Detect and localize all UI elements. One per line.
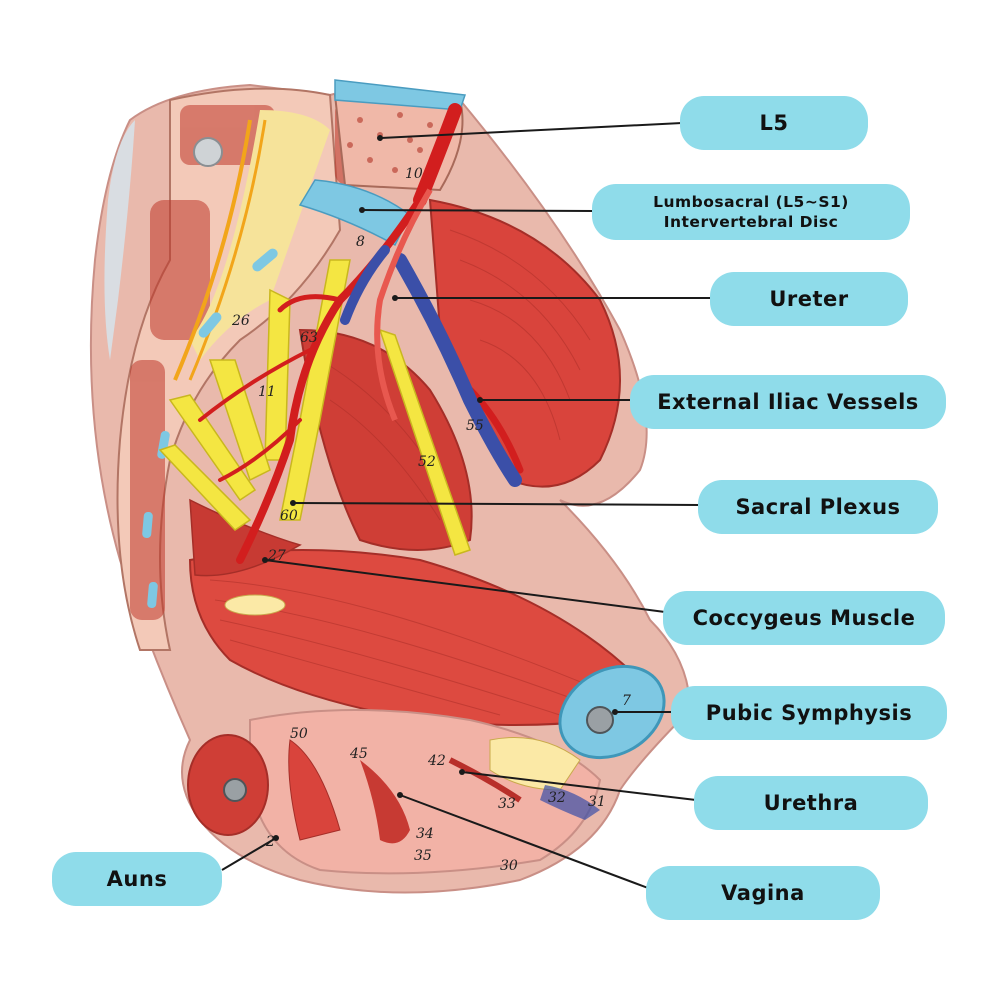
label-external-iliac-text: External Iliac Vessels [657, 389, 919, 414]
model-number: 45 [349, 746, 368, 762]
internal-iliac-vein [340, 245, 390, 325]
model-numbers: 10 8 26 63 11 52 55 60 27 7 50 45 42 33 … [231, 166, 631, 874]
model-number: 11 [258, 384, 276, 400]
label-urethra-text: Urethra [763, 790, 859, 815]
model-number: 50 [290, 726, 308, 742]
leader-line-urethra [461, 771, 697, 801]
clitoris [540, 785, 600, 820]
label-lumbosacral-line2: Intervertebral Disc [663, 213, 839, 231]
label-sacral-plexus-text: Sacral Plexus [735, 494, 901, 519]
model-number: 60 [280, 508, 298, 524]
leader-line-anus [221, 837, 277, 871]
model-number: 32 [548, 790, 566, 806]
model-number: 33 [498, 796, 516, 812]
label-vagina-text: Vagina [721, 880, 805, 905]
label-vagina: Vagina [646, 866, 880, 920]
spinal-cord-lines-2 [188, 119, 267, 381]
model-number: 35 [414, 848, 432, 864]
label-lumbosacral-disc: Lumbosacral (L5~S1) Intervertebral Disc [592, 184, 910, 240]
label-urethra: Urethra [694, 776, 928, 830]
model-number: 30 [500, 858, 518, 874]
model-number: 26 [231, 313, 250, 329]
leader-line-sacral-plexus [292, 502, 701, 506]
label-ureter: Ureter [710, 272, 908, 326]
model-number: 63 [300, 330, 318, 346]
label-pubic-symphysis-text: Pubic Symphysis [705, 700, 913, 725]
iliacus-muscle [428, 198, 621, 488]
cauda-equina [190, 110, 330, 360]
mounting-peg [193, 137, 223, 167]
leader-line-l5 [379, 122, 683, 139]
model-number: 8 [356, 234, 365, 250]
label-sacral-plexus: Sacral Plexus [698, 480, 938, 534]
model-number: 7 [622, 693, 631, 709]
label-anus-text: Auns [106, 866, 168, 891]
model-number: 52 [418, 454, 436, 470]
model-backing [104, 120, 135, 360]
model-number: 10 [405, 166, 423, 182]
ischial-spine [224, 594, 286, 616]
model-number: 31 [588, 794, 606, 810]
urethra-canal [448, 757, 522, 803]
vagina-canal [360, 760, 410, 844]
lumbosacral-disc [298, 179, 411, 247]
leader-dots [262, 135, 618, 841]
leader-line-vagina [399, 794, 649, 889]
label-coccygeus-text: Coccygeus Muscle [692, 605, 916, 630]
ureter-tube [374, 188, 433, 422]
label-coccygeus-muscle: Coccygeus Muscle [663, 591, 945, 645]
label-pubic-symphysis: Pubic Symphysis [671, 686, 947, 740]
common-iliac-artery [413, 103, 462, 207]
label-lumbosacral-line1: Lumbosacral (L5~S1) [653, 192, 849, 211]
leader-line-lumbosacral [361, 209, 595, 212]
label-l5-text: L5 [759, 110, 789, 135]
bladder [489, 737, 581, 791]
model-number: 42 [427, 753, 446, 769]
leader-lines [221, 122, 712, 889]
spinal-cord-lines [173, 119, 252, 381]
anus-peg [223, 778, 247, 802]
model-number: 55 [466, 418, 484, 434]
levator-fibers [209, 579, 601, 716]
model-number: 34 [416, 826, 434, 842]
pubic-peg [586, 706, 614, 734]
label-anus: Auns [52, 852, 222, 906]
l5-marrow [347, 112, 433, 173]
label-external-iliac-vessels: External Iliac Vessels [630, 375, 946, 429]
leader-line-coccygeus [264, 559, 666, 613]
label-l5: L5 [680, 96, 868, 150]
rectum [288, 739, 341, 841]
label-ureter-text: Ureter [769, 286, 849, 311]
